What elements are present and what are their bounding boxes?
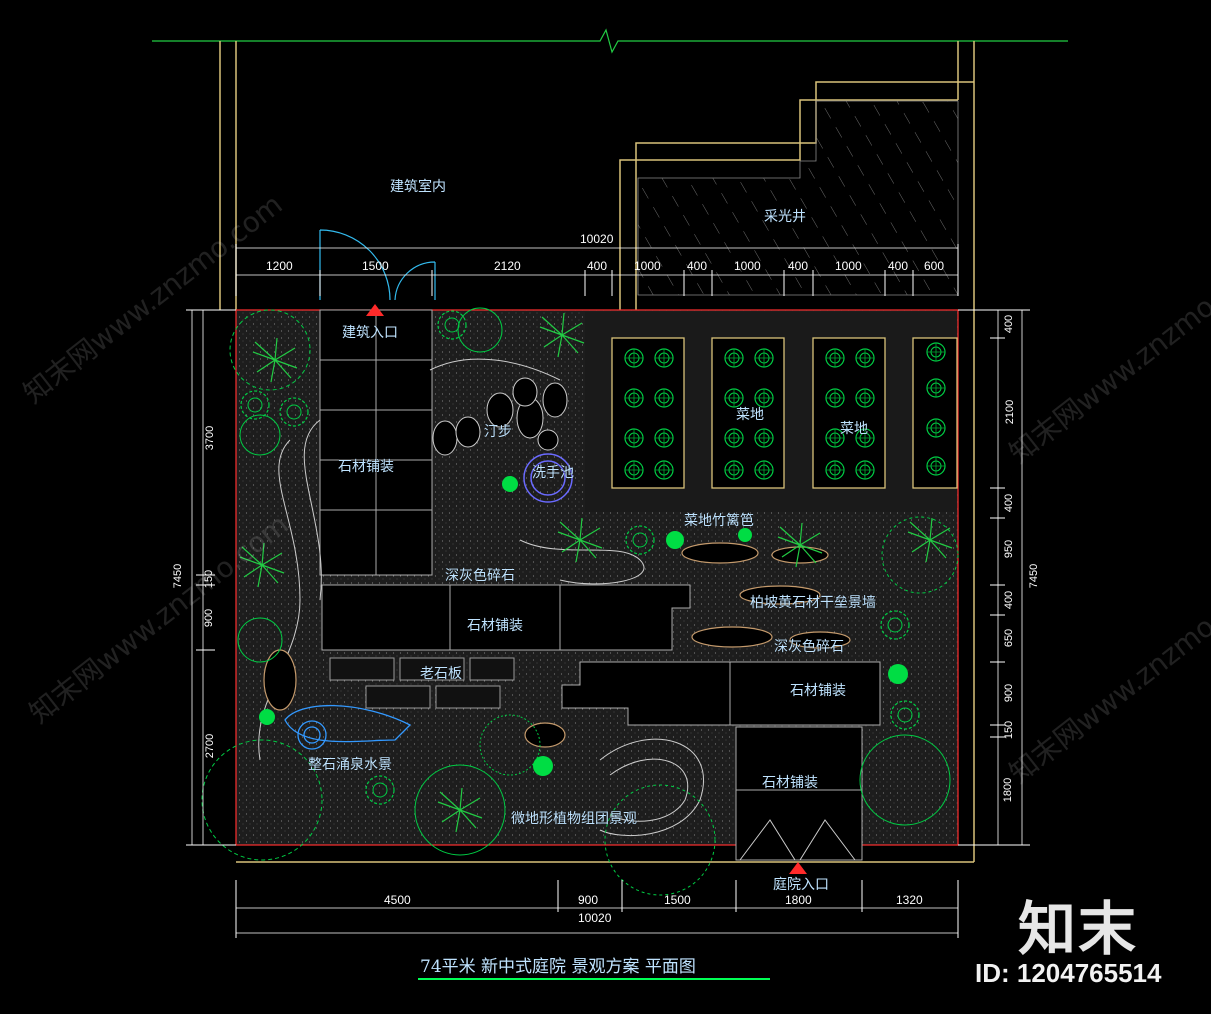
dim-bottom: 1320 bbox=[896, 893, 923, 907]
dim-right: 400 bbox=[1003, 493, 1016, 513]
dim-right: 400 bbox=[1003, 590, 1016, 610]
title-underline bbox=[418, 978, 770, 980]
site-line bbox=[152, 28, 1068, 54]
trees bbox=[201, 307, 959, 896]
dim-bottom: 900 bbox=[578, 893, 599, 907]
dim-top: 2120 bbox=[494, 259, 521, 273]
stone-paving bbox=[319, 309, 881, 861]
label-dark-gravel-2: 深灰色碎石 bbox=[774, 639, 844, 655]
building-entrance-marker bbox=[366, 304, 384, 316]
dim-top: 400 bbox=[687, 259, 708, 273]
lightwell-area bbox=[637, 100, 959, 296]
dim-left-total: 7450 bbox=[172, 563, 185, 589]
label-building-entrance: 建筑入口 bbox=[342, 325, 398, 341]
label-stone-paving-4: 石材铺装 bbox=[762, 775, 818, 791]
label-vegetable-plot-2: 菜地 bbox=[840, 421, 868, 437]
dim-right: 150 bbox=[1003, 720, 1016, 740]
label-stone-paving-1: 石材铺装 bbox=[338, 459, 394, 475]
dim-top: 1000 bbox=[734, 259, 761, 273]
dim-bottom: 4500 bbox=[384, 893, 411, 907]
dim-right: 400 bbox=[1003, 314, 1016, 334]
dim-left: 900 bbox=[203, 608, 216, 628]
label-dark-gravel-1: 深灰色碎石 bbox=[445, 568, 515, 584]
stepping-stones bbox=[432, 377, 568, 456]
dim-top-total: 10020 bbox=[580, 232, 614, 246]
dim-top: 400 bbox=[587, 259, 608, 273]
accent-plants bbox=[259, 476, 908, 776]
dimension-lines bbox=[191, 247, 1023, 934]
dim-bottom-total: 10020 bbox=[578, 911, 612, 925]
dim-top: 400 bbox=[888, 259, 909, 273]
dim-right: 1800 bbox=[1002, 777, 1015, 803]
dim-right: 900 bbox=[1003, 683, 1016, 703]
label-fountain: 整石涌泉水景 bbox=[308, 757, 392, 773]
dimension-ticks bbox=[186, 244, 1030, 938]
dim-right: 950 bbox=[1003, 539, 1016, 559]
dim-top: 400 bbox=[788, 259, 809, 273]
fountain-feature bbox=[284, 704, 412, 750]
image-id: ID: 1204765514 bbox=[975, 958, 1162, 988]
dim-left: 150 bbox=[203, 569, 216, 589]
dim-right: 650 bbox=[1003, 628, 1016, 648]
label-stone-wall: 柏坡黄石材干垒景墙 bbox=[750, 595, 876, 611]
label-vegetable-fence: 菜地竹篱笆 bbox=[684, 513, 754, 529]
dim-top: 1500 bbox=[362, 259, 389, 273]
dim-left: 2700 bbox=[204, 733, 217, 759]
dim-top: 1000 bbox=[835, 259, 862, 273]
plan-title: 74平米 新中式庭院 景观方案 平面图 bbox=[420, 957, 696, 977]
label-stone-paving-3: 石材铺装 bbox=[790, 683, 846, 699]
dim-left: 3700 bbox=[204, 425, 217, 451]
label-micro-terrain: 微地形植物组团景观 bbox=[511, 811, 637, 827]
dim-bottom: 1500 bbox=[664, 893, 691, 907]
dim-right-total: 7450 bbox=[1028, 563, 1041, 589]
brand-logo: 知末 bbox=[1018, 895, 1139, 963]
label-courtyard-entrance: 庭院入口 bbox=[773, 877, 829, 893]
dim-bottom: 1800 bbox=[785, 893, 812, 907]
label-lightwell: 采光井 bbox=[764, 209, 806, 225]
old-slabs bbox=[329, 657, 515, 709]
wash-basin bbox=[523, 453, 573, 503]
label-stone-paving-2: 石材铺装 bbox=[467, 618, 523, 634]
path-curves bbox=[258, 358, 704, 837]
label-old-slab: 老石板 bbox=[420, 666, 462, 682]
label-stepping-stones: 汀步 bbox=[484, 424, 512, 440]
dim-top: 1200 bbox=[266, 259, 293, 273]
dim-right: 2100 bbox=[1004, 399, 1017, 425]
courtyard-entrance-marker bbox=[789, 862, 807, 874]
dim-top: 1000 bbox=[634, 259, 661, 273]
gate-swing bbox=[739, 819, 856, 861]
dim-top: 600 bbox=[924, 259, 945, 273]
label-vegetable-plot-1: 菜地 bbox=[736, 407, 764, 423]
label-indoor: 建筑室内 bbox=[390, 179, 446, 195]
label-wash-basin: 洗手池 bbox=[532, 465, 574, 481]
